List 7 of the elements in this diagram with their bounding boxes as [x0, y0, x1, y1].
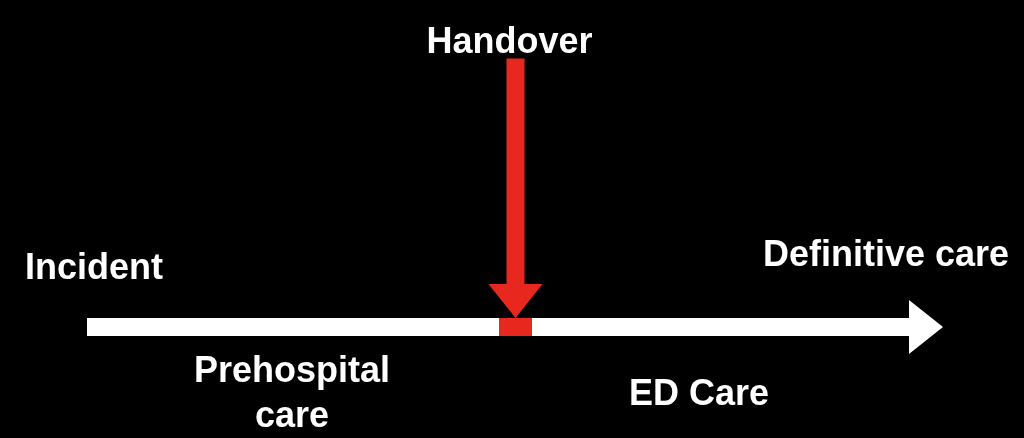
event-label: Handover: [426, 22, 593, 59]
timeline-start-label: Incident: [25, 248, 163, 285]
timeline-end-label: Definitive care: [763, 235, 1010, 272]
timeline-segment: [499, 318, 532, 336]
phase-label: Prehospital care: [192, 348, 392, 437]
arrow: [488, 58, 543, 318]
phase-label: ED Care: [629, 374, 770, 411]
